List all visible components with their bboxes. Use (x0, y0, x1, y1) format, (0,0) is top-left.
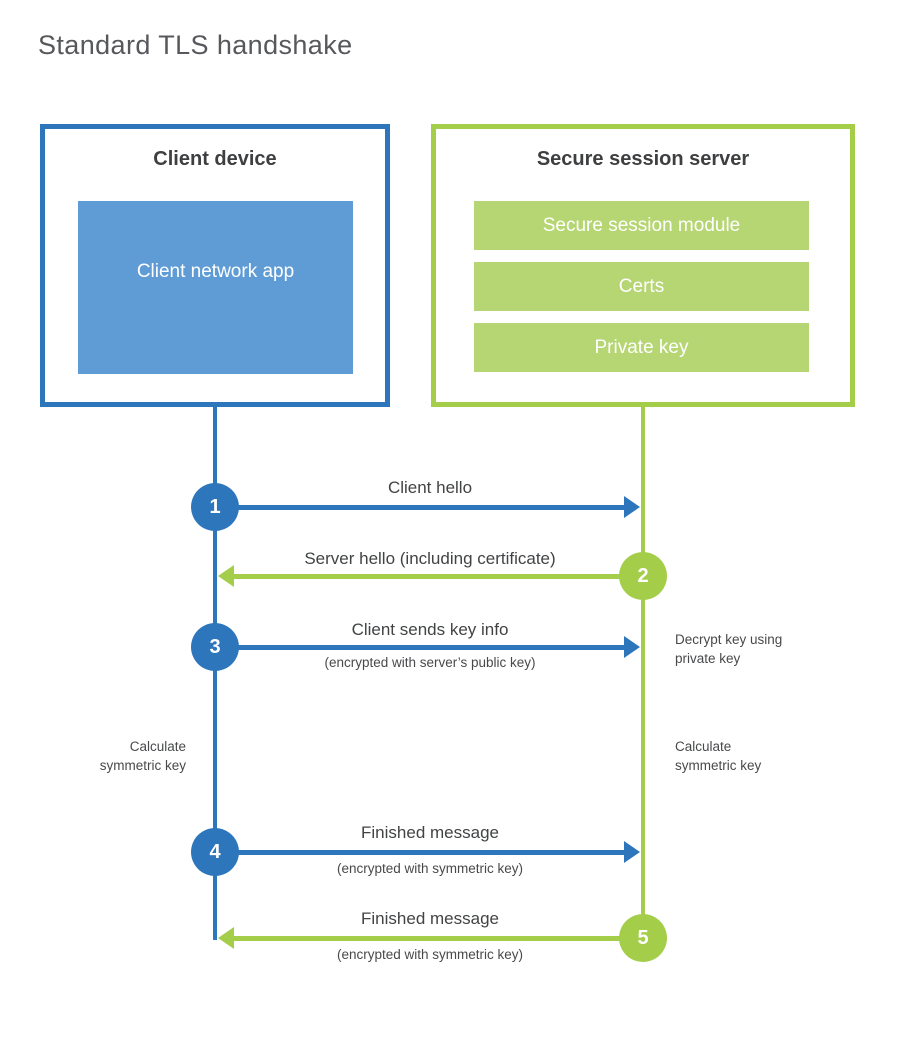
step-1-circle: 1 (191, 483, 239, 531)
step-4-label: Finished message (361, 823, 499, 842)
client-lifeline (213, 404, 217, 940)
annotation-calculate-symmetric-key-server: Calculate symmetric key (675, 739, 762, 773)
secure-session-server-heading: Secure session server (536, 148, 750, 170)
step-4-arrowhead-icon (624, 841, 640, 863)
step-5-label: Finished message (361, 909, 499, 928)
step-3-sublabel: (encrypted with server’s public key) (324, 655, 536, 670)
client-device-heading: Client device (153, 148, 277, 170)
step-3-label: Client sends key info (351, 620, 509, 639)
step-2-arrowhead-icon (218, 565, 234, 587)
step-1-arrowhead-icon (624, 496, 640, 518)
step-5-arrowhead-icon (218, 927, 234, 949)
server-module-certs: Certs (474, 262, 809, 311)
server-module-private-key: Private key (474, 323, 809, 372)
step-3-arrowhead-icon (624, 636, 640, 658)
annotation-calculate-symmetric-key-client: Calculate symmetric key (99, 739, 186, 773)
step-5-circle: 5 (619, 914, 667, 962)
step-1-arrow (218, 505, 624, 510)
step-4-arrow (218, 850, 624, 855)
client-device-box: Client device Client network app (40, 124, 390, 407)
step-1-label: Client hello (387, 478, 473, 497)
annotation-decrypt-key: Decrypt key using private key (675, 632, 783, 666)
step-3-circle: 3 (191, 623, 239, 671)
step-4-sublabel: (encrypted with symmetric key) (336, 861, 524, 876)
client-network-app-box: Client network app (78, 201, 353, 374)
server-lifeline (641, 404, 645, 940)
client-network-app-label: Client network app (136, 261, 295, 282)
step-4-circle: 4 (191, 828, 239, 876)
page-title: Standard TLS handshake (38, 30, 353, 60)
step-5-arrow (234, 936, 643, 941)
step-2-label: Server hello (including certificate) (304, 549, 556, 568)
secure-session-server-box: Secure session server Secure session mod… (431, 124, 855, 407)
step-5-sublabel: (encrypted with symmetric key) (336, 947, 524, 962)
server-module-secure-session: Secure session module (474, 201, 809, 250)
step-3-arrow (218, 645, 624, 650)
step-2-arrow (234, 574, 643, 579)
step-2-circle: 2 (619, 552, 667, 600)
